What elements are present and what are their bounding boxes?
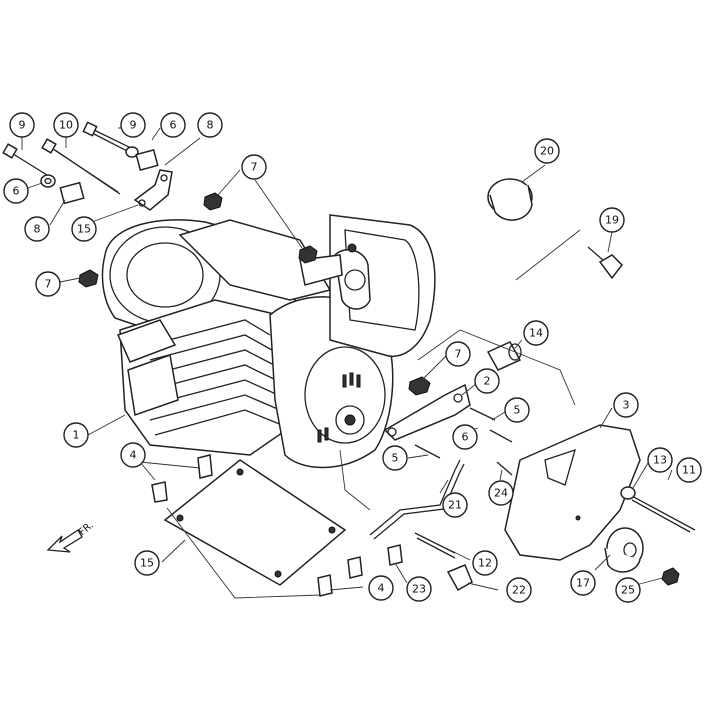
svg-text:2: 2 <box>484 375 491 388</box>
front-arrow-icon <box>46 529 83 553</box>
svg-text:4: 4 <box>130 449 137 462</box>
callout: 5 <box>504 397 530 423</box>
callout: 10 <box>53 112 79 138</box>
callout: 24 <box>488 480 514 506</box>
callout: 13 <box>647 447 673 473</box>
svg-text:12: 12 <box>478 557 492 570</box>
svg-text:23: 23 <box>412 583 426 596</box>
callout: 6 <box>452 424 478 450</box>
svg-text:11: 11 <box>682 464 696 477</box>
leader-lines <box>21 127 673 599</box>
svg-text:6: 6 <box>170 119 177 132</box>
loose-parts <box>2 121 696 597</box>
callout: 22 <box>506 577 532 603</box>
svg-text:17: 17 <box>576 577 590 590</box>
callout: 6 <box>160 112 186 138</box>
svg-text:21: 21 <box>448 499 462 512</box>
callout: 25 <box>615 577 641 603</box>
svg-text:7: 7 <box>251 161 258 174</box>
svg-text:15: 15 <box>140 557 154 570</box>
svg-text:6: 6 <box>462 431 469 444</box>
callout: 21 <box>442 492 468 518</box>
callout: 12 <box>472 550 498 576</box>
svg-text:25: 25 <box>621 584 635 597</box>
callout: 8 <box>197 112 223 138</box>
callout: 8 <box>24 216 50 242</box>
svg-text:5: 5 <box>514 404 521 417</box>
callout: 11 <box>676 457 702 483</box>
callout: 20 <box>534 138 560 164</box>
svg-text:7: 7 <box>455 348 462 361</box>
svg-text:8: 8 <box>207 119 214 132</box>
callout: 6 <box>3 178 29 204</box>
callout: 15 <box>71 216 97 242</box>
callout: 7 <box>445 341 471 367</box>
callout: 19 <box>599 207 625 233</box>
callout: 7 <box>35 271 61 297</box>
engine-assembly <box>101 214 436 469</box>
svg-text:7: 7 <box>45 278 52 291</box>
svg-text:1: 1 <box>73 429 80 442</box>
svg-text:13: 13 <box>653 454 667 467</box>
callout: 7 <box>241 154 267 180</box>
callout: 9 <box>9 112 35 138</box>
svg-text:3: 3 <box>623 399 630 412</box>
svg-text:6: 6 <box>13 185 20 198</box>
svg-text:20: 20 <box>540 145 554 158</box>
svg-text:19: 19 <box>605 214 619 227</box>
svg-text:15: 15 <box>77 223 91 236</box>
callout: 15 <box>134 550 160 576</box>
callout: 14 <box>523 320 549 346</box>
callout: 4 <box>120 442 146 468</box>
callout: 5 <box>382 445 408 471</box>
svg-text:4: 4 <box>378 582 385 595</box>
svg-text:9: 9 <box>130 119 137 132</box>
callout: 4 <box>368 575 394 601</box>
svg-text:14: 14 <box>529 327 543 340</box>
callout: 1 <box>63 422 89 448</box>
svg-text:24: 24 <box>494 487 508 500</box>
callout: 3 <box>613 392 639 418</box>
svg-text:9: 9 <box>19 119 26 132</box>
front-direction-indicator: FR. <box>46 520 96 553</box>
callout: 2 <box>474 368 500 394</box>
svg-text:10: 10 <box>59 119 73 132</box>
svg-text:8: 8 <box>34 223 41 236</box>
callout: 17 <box>570 570 596 596</box>
svg-text:5: 5 <box>392 452 399 465</box>
callout: 23 <box>406 576 432 602</box>
svg-text:22: 22 <box>512 584 526 597</box>
callout: 9 <box>120 112 146 138</box>
callout-labels: 9 10 9 6 8 6 8 15 7 7 20 19 14 7 2 3 5 6… <box>3 112 702 603</box>
